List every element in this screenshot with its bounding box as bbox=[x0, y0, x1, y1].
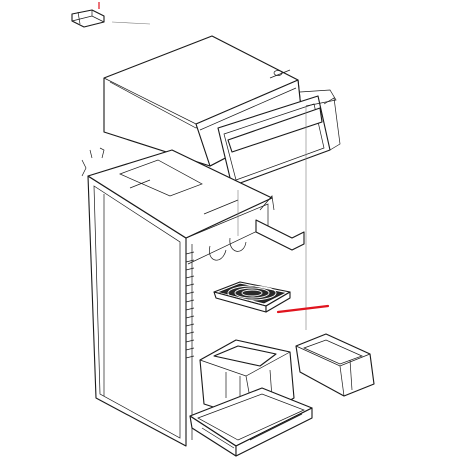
guide-lines bbox=[237, 106, 307, 330]
body-ribs bbox=[185, 251, 195, 359]
drip-grid bbox=[213, 281, 291, 313]
machine-body bbox=[81, 147, 305, 447]
drip-tray bbox=[189, 387, 313, 457]
water-tank bbox=[295, 333, 375, 397]
top-clip bbox=[71, 9, 151, 28]
highlight-pointer-line bbox=[276, 304, 330, 314]
front-panel bbox=[217, 89, 341, 187]
